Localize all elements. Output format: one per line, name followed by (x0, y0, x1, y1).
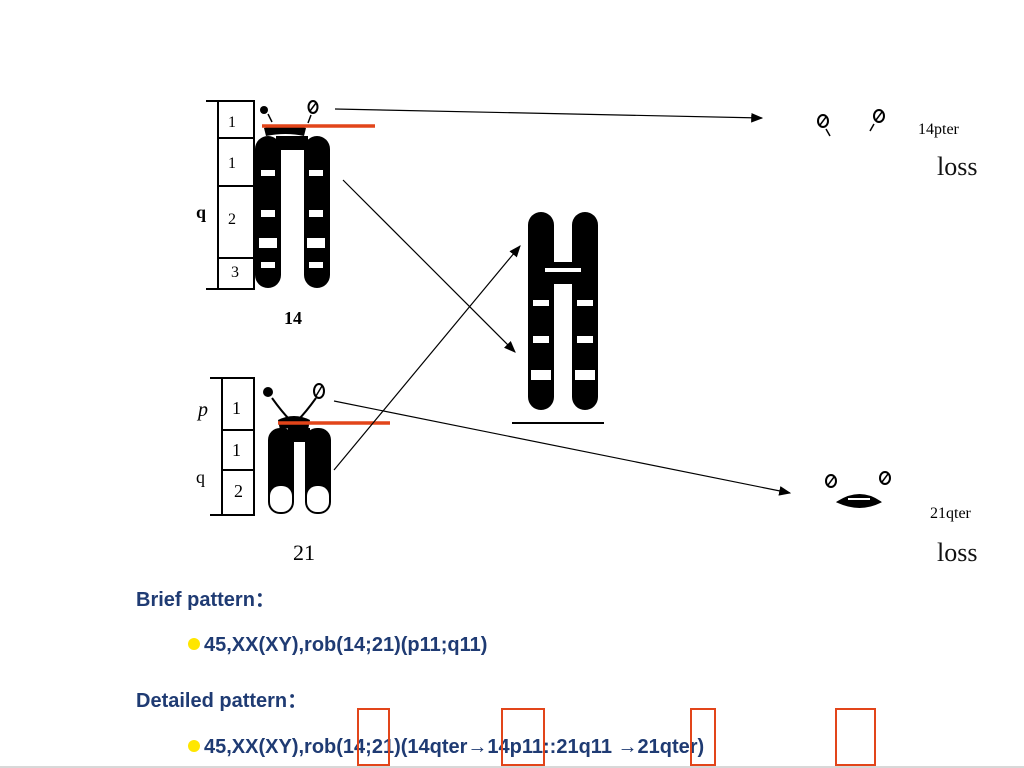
chr14-q-band-1: 1 (228, 155, 236, 172)
chr21-name-label: 21 (293, 540, 315, 565)
highlight-box-3 (690, 708, 716, 766)
fragment-21qter-label: 21qter (930, 505, 972, 522)
chromosome-14: 1 1 2 3 q (196, 100, 375, 328)
chr21-satellites (263, 383, 325, 421)
brief-pattern-formula-line: 45,XX(XY),rob(14;21)(p11;q11) (188, 634, 487, 657)
bullet-dot (188, 740, 200, 752)
brief-pattern-heading: Brief pattern： (136, 589, 275, 611)
chr14-name-label: 14 (284, 308, 302, 328)
bottom-divider (0, 766, 1024, 768)
chr14-p-band-1: 1 (228, 114, 236, 131)
arrow-14q-to-derivative (342, 179, 516, 353)
brief-pattern-formula: 45,XX(XY),rob(14;21)(p11;q11) (204, 634, 488, 656)
loss-label-bottom: loss (937, 538, 978, 567)
lost-fragment-21qter (825, 471, 891, 508)
chr14-q-arm-label: q (196, 202, 206, 222)
chr14-chromatids (255, 125, 330, 288)
chr14-band-ideogram (206, 100, 255, 290)
fragment-14pter-label: 14pter (918, 121, 960, 138)
arrow-21q-to-derivative (333, 245, 521, 471)
chr21-p-band-1: 1 (232, 398, 241, 418)
chromosome-21: p 1 1 2 q 21 (196, 377, 390, 565)
lost-fragment-14pter (817, 109, 885, 137)
highlight-box-4 (835, 708, 876, 766)
chr21-q-band-1: 1 (232, 440, 241, 460)
highlight-box-1 (357, 708, 390, 766)
chr21-q-band-2: 2 (234, 481, 243, 501)
arrow-14p-to-loss (334, 108, 764, 123)
bullet-dot (188, 638, 200, 650)
derivative-chromosome (512, 212, 604, 424)
highlight-box-2 (501, 708, 545, 766)
detailed-pattern-formula-line: 45,XX(XY),rob(14;21)(14qter→14p11::21q11… (188, 736, 704, 759)
loss-label-top: loss (937, 152, 978, 181)
arrows (333, 108, 792, 496)
chr14-q-band-3: 3 (231, 264, 239, 281)
detailed-pattern-heading: Detailed pattern： (136, 690, 308, 712)
chr21-p-arm-label: p (196, 399, 208, 421)
chr14-satellites (260, 100, 319, 124)
chr21-band-ideogram (210, 377, 255, 516)
chr21-chromatids (268, 416, 331, 514)
arrow-21p-to-loss (333, 400, 792, 496)
chr14-q-band-2: 2 (228, 211, 236, 228)
chr21-q-arm-label: q (196, 467, 205, 487)
detailed-pattern-formula: 45,XX(XY),rob(14;21)(14qter→14p11::21q11… (204, 736, 705, 758)
